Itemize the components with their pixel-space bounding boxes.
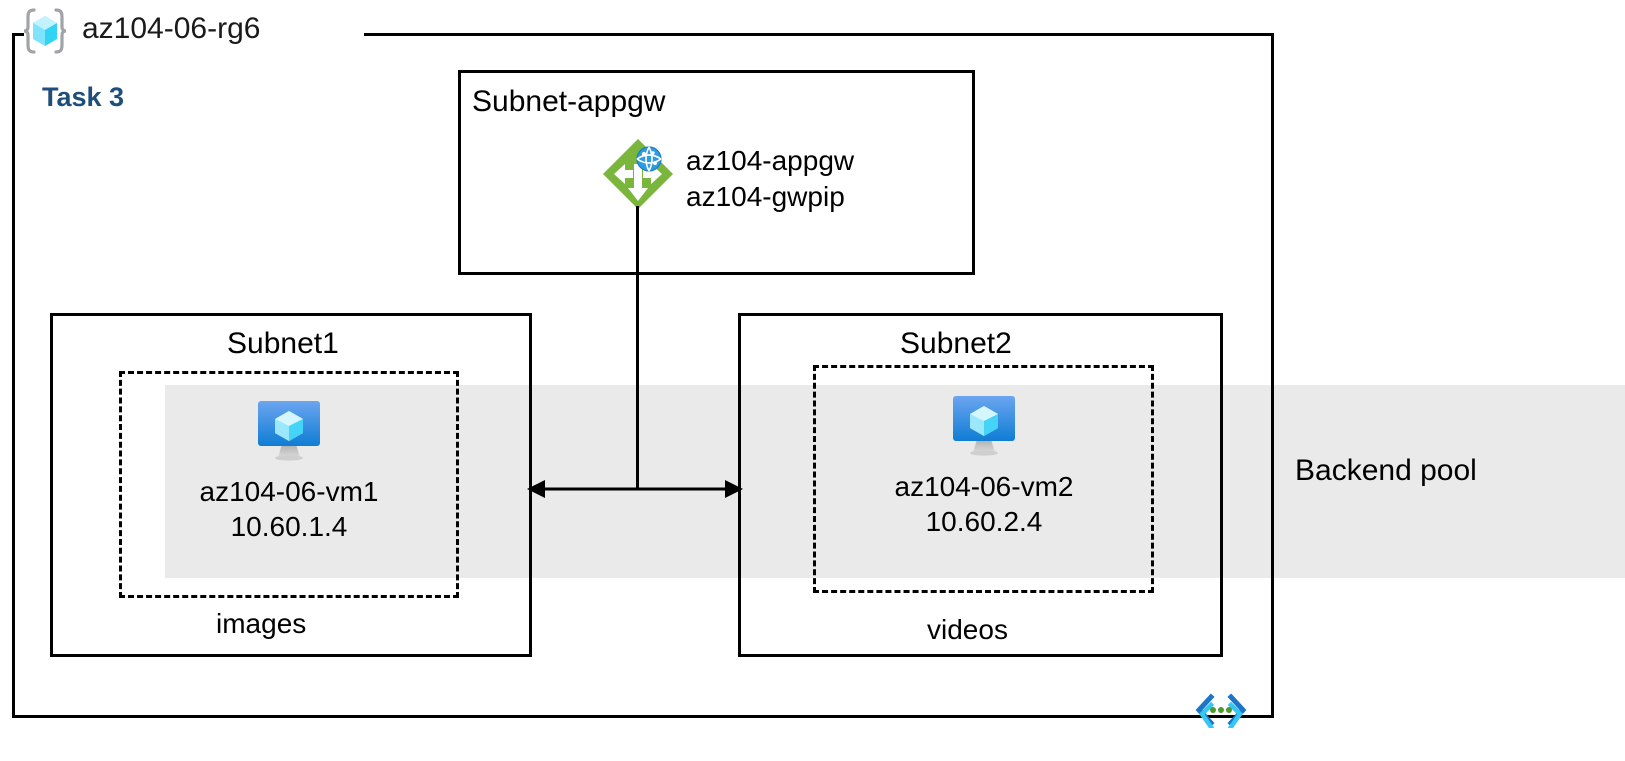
- vm2-ip: 10.60.2.4: [925, 506, 1043, 538]
- application-gateway-icon: [600, 136, 676, 212]
- virtual-machine-icon: [947, 393, 1021, 459]
- subnet-link-arrow: [525, 472, 745, 506]
- subnet-appgw-box: [458, 70, 975, 275]
- vm2-name: az104-06-vm2: [894, 471, 1074, 502]
- backend-pool-band: [165, 385, 1625, 578]
- subnet2-storage-label: videos: [927, 614, 1008, 645]
- task-label: Task 3: [42, 82, 125, 112]
- subnet2-box: [738, 313, 1223, 657]
- subnet1-box: [50, 313, 532, 657]
- subnet1-vm-dashed-boundary: [119, 371, 459, 598]
- appgw-name: az104-appgw: [686, 145, 855, 176]
- virtual-machine-icon: [252, 398, 326, 464]
- gateway-connector-line: [636, 206, 639, 489]
- application-gateway-labels: az104-appgw az104-gwpip: [686, 143, 854, 215]
- subnet-appgw-title: Subnet-appgw: [472, 85, 666, 118]
- resource-group-title-gap: [24, 22, 364, 46]
- resource-group-name: az104-06-rg6: [82, 12, 261, 45]
- subnet1-storage-label: images: [216, 608, 307, 639]
- resource-group-container: [12, 33, 1274, 718]
- backend-pool-label: Backend pool: [1295, 454, 1477, 487]
- vm1-ip: 10.60.1.4: [230, 511, 348, 543]
- subnet1-title: Subnet1: [227, 327, 339, 360]
- vm1-group: az104-06-vm1 10.60.1.4: [165, 398, 413, 545]
- code-brackets-icon: [1193, 692, 1249, 731]
- gwpip-name: az104-gwpip: [686, 180, 845, 212]
- subnet2-vm-dashed-boundary: [813, 365, 1154, 593]
- resource-group-icon: [20, 6, 70, 56]
- subnet2-title: Subnet2: [900, 327, 1012, 360]
- vm2-group: az104-06-vm2 10.60.2.4: [860, 393, 1108, 540]
- vm1-name: az104-06-vm1: [199, 476, 379, 507]
